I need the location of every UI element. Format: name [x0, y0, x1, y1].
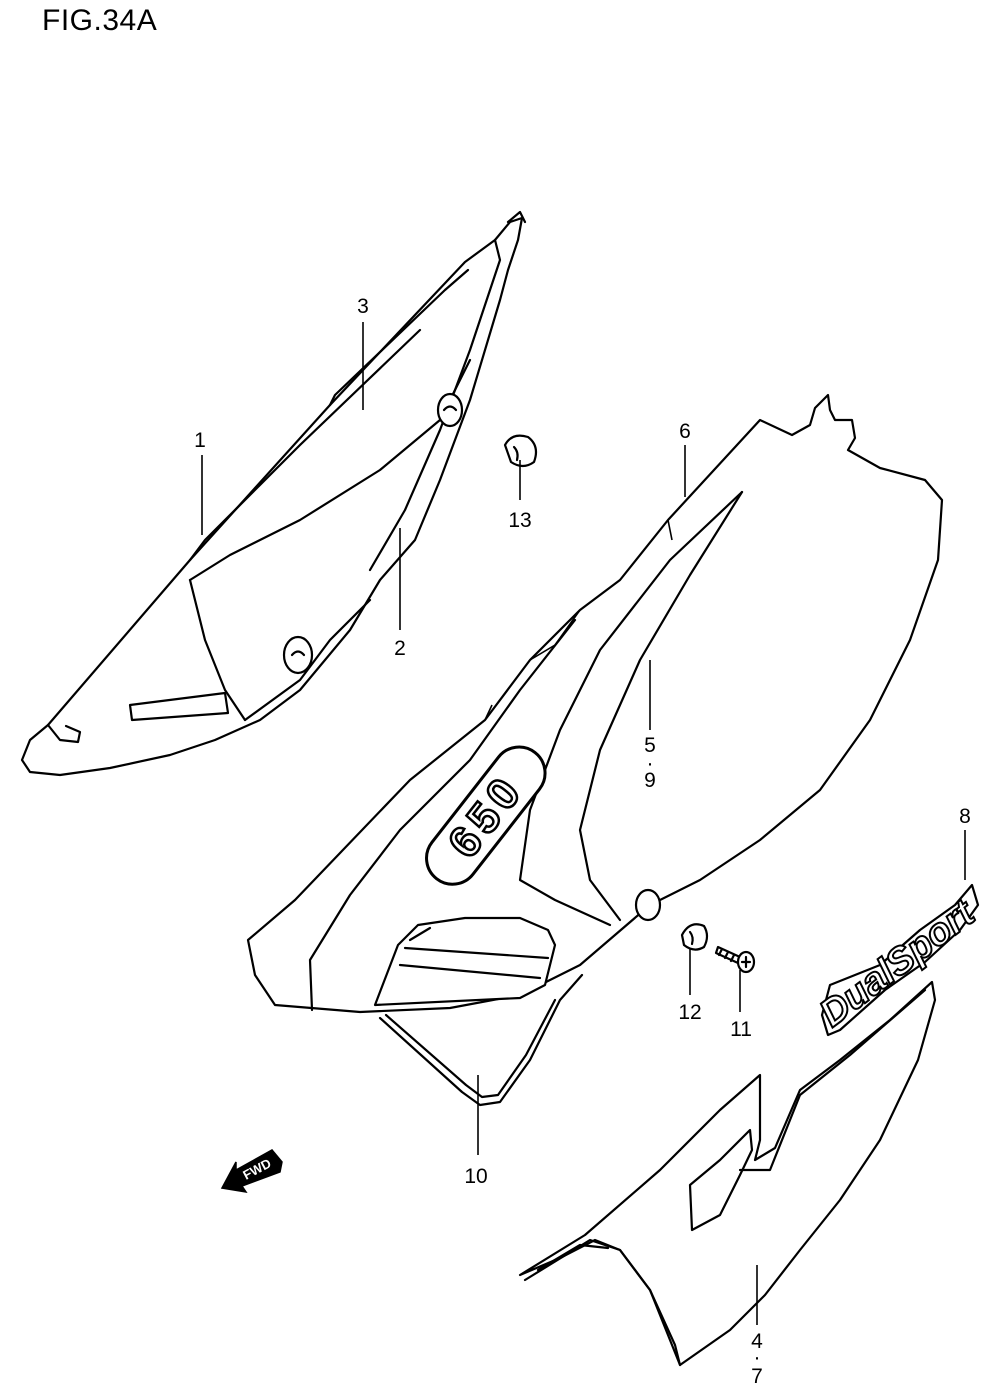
callout-11: 11 [730, 1018, 752, 1041]
callout-8: 8 [959, 805, 971, 828]
left-frame-cover-part [20, 210, 527, 777]
callout-10: 10 [464, 1165, 487, 1188]
callout-9: 9 [644, 769, 656, 792]
callout-4-7-separator: · [754, 1346, 761, 1369]
inner-cover-10-part [378, 973, 584, 1107]
callout-1: 1 [194, 429, 206, 452]
right-frame-cover-part: 650 [246, 393, 944, 1014]
lower-stripe-decal-part [518, 980, 937, 1367]
callout-4: 4 [751, 1330, 763, 1353]
figure-title: FIG.34A [42, 4, 158, 37]
grommet-12-part [680, 923, 709, 951]
callout-12: 12 [678, 1001, 701, 1024]
callout-5: 5 [644, 734, 656, 757]
callout-7: 7 [751, 1365, 763, 1388]
callout-5-9-separator: · [647, 752, 654, 775]
leader-lines [201, 322, 966, 1325]
callout-6: 6 [679, 420, 691, 443]
callout-13: 13 [508, 509, 531, 532]
forward-direction-arrow: FWD [220, 1149, 283, 1194]
screw-11-part [714, 945, 756, 974]
callout-2: 2 [394, 637, 406, 660]
callout-3: 3 [357, 295, 369, 318]
callout-numbers: 3 1 2 13 6 5 · 9 8 10 12 11 4 · 7 [194, 295, 971, 1388]
